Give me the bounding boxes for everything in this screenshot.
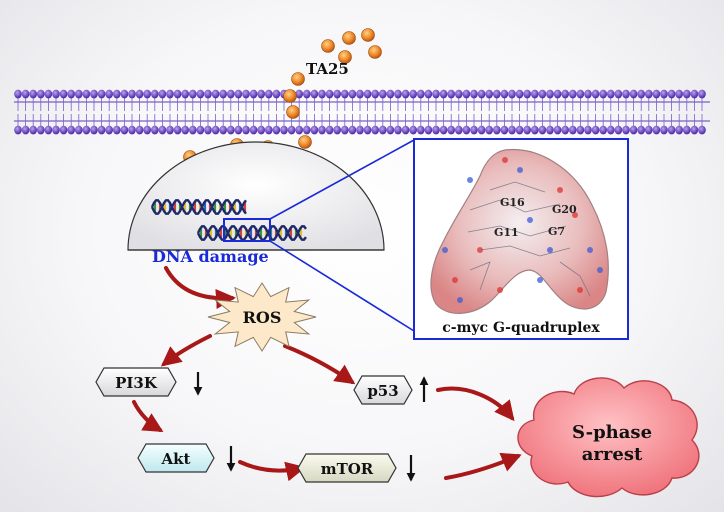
ta25-particle [342, 31, 356, 45]
residue-label-g20: G20 [552, 203, 577, 216]
ta25-particle [338, 50, 352, 64]
outcome-label-line1: S-phase [572, 422, 652, 443]
ta25-particle [283, 89, 297, 103]
p53-node: p53 [353, 375, 413, 405]
zoom-line-bottom [269, 240, 415, 332]
residue-label-g16: G16 [500, 196, 525, 209]
ta25-particle [361, 28, 375, 42]
arrow-p53-to-arrest [436, 386, 515, 422]
s-phase-arrest-node: S-phase arrest [517, 377, 700, 498]
arrow-akt-to-mtor [238, 460, 306, 482]
cell-nucleus [127, 141, 385, 251]
structure-panel: G16 G20 G11 G7 c-myc G-quadruplex [413, 138, 629, 340]
arrow-pi3k-to-akt [132, 400, 164, 433]
p53-label: p53 [367, 382, 398, 400]
residue-label-g11: G11 [494, 226, 519, 239]
ta25-particle [368, 45, 382, 59]
compound-label: TA25 [306, 60, 349, 78]
structure-caption: c-myc G-quadruplex [442, 320, 600, 336]
ta25-particle [321, 39, 335, 53]
ta25-particle [286, 105, 300, 119]
zoom-box [223, 218, 271, 242]
zoom-line-top [269, 139, 415, 220]
ta25-particle [291, 72, 305, 86]
ta25-particle [298, 135, 312, 149]
pathway-arrows [132, 266, 522, 482]
akt-label: Akt [161, 450, 191, 468]
dna-damage-label: DNA damage [152, 247, 269, 266]
g-quadruplex-surface [430, 148, 609, 314]
pi3k-label: PI3K [115, 374, 158, 392]
ros-node: ROS [207, 282, 317, 352]
mtor-node: mTOR [297, 453, 397, 483]
arrow-dna-to-ros [164, 266, 236, 309]
dna-strand-lower [196, 225, 307, 241]
dna-strand-upper [150, 199, 247, 215]
residue-label-g7: G7 [548, 225, 565, 238]
arrow-mtor-to-arrest [444, 452, 522, 480]
arrow-ros-to-pi3k [160, 334, 212, 367]
ros-label: ROS [243, 308, 282, 327]
akt-node: Akt [137, 443, 215, 473]
mtor-label: mTOR [321, 460, 374, 478]
outcome-label-line2: arrest [582, 444, 643, 465]
cell-membrane [14, 89, 710, 135]
arrow-ros-to-p53 [283, 344, 356, 385]
pi3k-node: PI3K [95, 367, 177, 397]
